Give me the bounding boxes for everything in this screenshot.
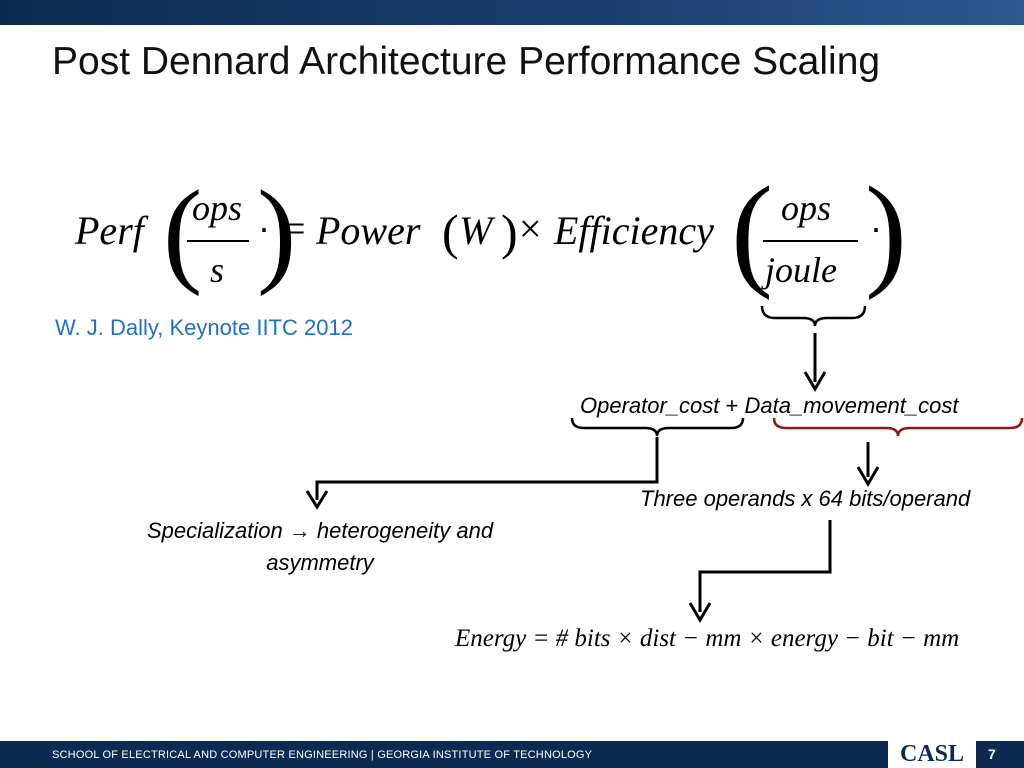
eq-times: × [519,206,542,251]
data-movement-brace [772,417,1024,437]
eq-left-paren-2: ( [442,204,459,260]
citation-text: W. J. Dally, Keynote IITC 2012 [55,315,353,340]
performance-equation: Perf ( ops s · ) = Power ( W ) × Efficie… [75,162,907,305]
casl-logo-text: CASL [899,741,965,767]
arrow-efficiency-head [803,371,827,392]
eq-efficiency: Efficiency [554,208,714,253]
footer-bar: SCHOOL OF ELECTRICAL AND COMPUTER ENGINE… [0,741,1024,768]
eq-ops-numerator-2: ops [781,188,832,228]
eq-right-paren-3: ) [865,162,907,301]
eq-w: W [459,208,493,253]
arrow-energy-path [698,520,832,612]
arrow-operator-path [315,437,659,500]
efficiency-brace [760,305,867,327]
arrow-operator-head [305,490,329,510]
plus-sign: + [719,393,745,418]
three-operands-label: Three operands x 64 bits/operand [640,486,971,511]
eq-power: Power [316,208,421,253]
eq-perf: Perf [75,208,144,253]
operator-cost-brace [570,417,745,437]
operator-cost-label: Operator_cost [580,393,720,418]
top-header-bar [0,0,1024,25]
eq-equals: = [283,206,306,251]
eq-left-paren-3: ( [731,162,773,301]
eq-s-denominator: s [210,250,225,290]
eq-left-paren-1: ( [163,166,203,297]
eq-fraction-line-2 [763,240,858,242]
slide-title: Post Dennard Architecture Performance Sc… [52,40,881,83]
eq-dot-1: · [258,207,270,248]
eq-ops-numerator-1: ops [192,188,243,228]
energy-formula: Energy = # bits × dist − mm × energy − b… [455,625,960,652]
eq-joule-denominator: joule [765,250,837,290]
eq-dot-2: · [870,207,882,248]
casl-logo: CASL [888,741,976,768]
page-number: 7 [988,746,996,762]
arrow-data-movement-head [856,466,880,487]
data-movement-cost-label: Data_movement_cost [744,393,959,418]
specialization-label: Specialization → heterogeneity and asymm… [146,518,494,575]
cost-breakdown: Operator_cost + Data_movement_cost [580,393,958,419]
eq-right-paren-1: ) [257,166,297,297]
eq-fraction-line-1 [187,240,249,242]
footer-school-text: SCHOOL OF ELECTRICAL AND COMPUTER ENGINE… [52,749,593,761]
eq-right-paren-2: ) [501,204,518,260]
arrow-energy-head [688,602,712,623]
